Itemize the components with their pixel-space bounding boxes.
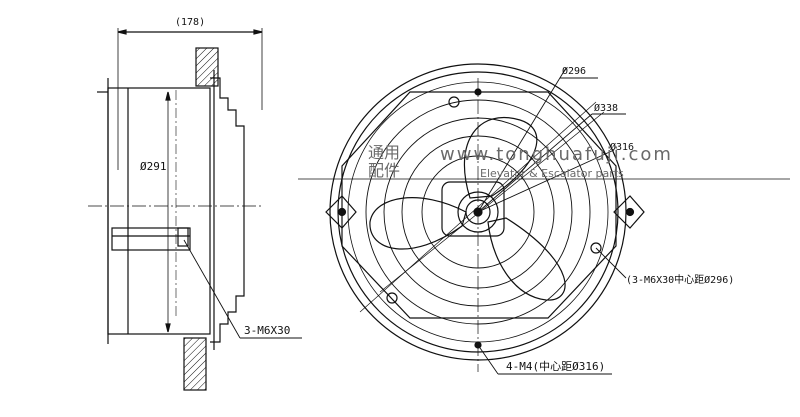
- front-view: [298, 63, 790, 375]
- mid-diameter-label: Ø316: [610, 141, 634, 153]
- watermark-tagline: Elevator & Escalator parts: [480, 167, 624, 180]
- four-bolt-callout: 4-M4(中心距Ø316): [506, 360, 605, 373]
- flange-steps: [210, 77, 245, 343]
- guard-ring: [365, 99, 591, 325]
- watermark-url: www.tonghuafuji.com: [440, 144, 673, 165]
- fan-blade-bottom: [487, 217, 566, 301]
- mount-lug-right: [613, 195, 645, 229]
- fan-blade-left: [369, 197, 467, 250]
- watermark-cn-line2: 配件: [368, 161, 400, 180]
- m4-hole: [474, 88, 482, 96]
- side-diameter-label: Ø291: [140, 160, 167, 173]
- mount-lug-left: [325, 195, 357, 229]
- side-view: [88, 28, 302, 391]
- bolt-hole: [448, 96, 460, 108]
- wall-section-bottom: [183, 337, 207, 391]
- mounting-bracket: [111, 227, 191, 251]
- bolt-callout-leader: [595, 247, 627, 279]
- screw-leader: [183, 239, 241, 339]
- bolt-hole: [590, 242, 602, 254]
- hub: [457, 191, 499, 233]
- wall-section-top: [195, 47, 219, 87]
- three-bolt-callout: (3-M6X30中心距Ø296): [626, 273, 734, 286]
- fan-blade-top: [463, 116, 538, 199]
- width-dimension-label: (178): [175, 17, 205, 28]
- motor-body: [107, 87, 211, 335]
- motor-hub-plate: [441, 181, 505, 237]
- bolt-hole: [386, 292, 398, 304]
- m4-callout-leader: [477, 344, 499, 375]
- inner-diameter-label: Ø296: [562, 65, 586, 77]
- side-screw-callout: 3-M6X30: [244, 324, 290, 337]
- outer-diameter-label: Ø338: [594, 102, 618, 114]
- watermark-cn-line1: 通用: [368, 143, 400, 162]
- outer-frame: [341, 91, 617, 319]
- watermark: 通用 配件 www.tonghuafuji.com Elevator & Esc…: [368, 143, 673, 180]
